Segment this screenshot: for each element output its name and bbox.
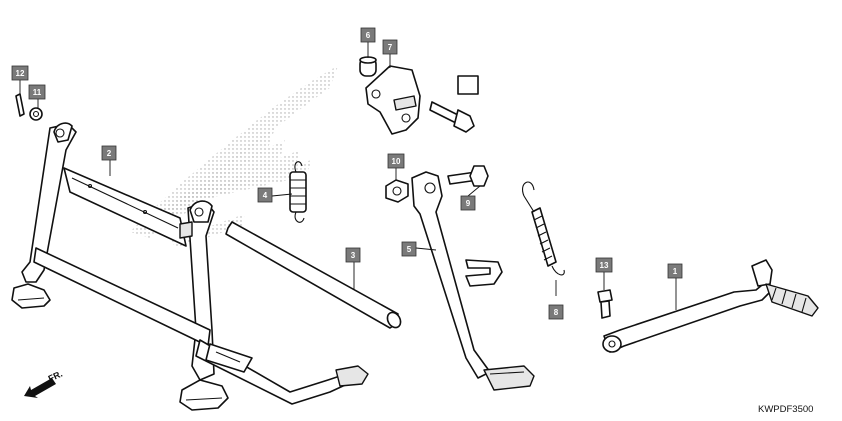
callout-10: 10 <box>387 153 405 169</box>
callout-5: 5 <box>401 241 417 257</box>
callout-box <box>257 187 273 203</box>
callout-box <box>345 247 361 263</box>
gear-shift-pedal[interactable] <box>602 259 819 353</box>
callout-number: 12 <box>16 69 25 78</box>
diagram-code: KWPDF3500 <box>758 404 813 415</box>
gear-pedal-bolt[interactable] <box>597 289 613 319</box>
washer[interactable] <box>29 107 43 121</box>
callout-1: 1 <box>667 263 683 279</box>
callout-box <box>401 241 417 257</box>
callout-box <box>11 65 29 81</box>
leader-lines <box>19 42 677 310</box>
callout-number: 3 <box>351 251 356 260</box>
collar[interactable] <box>359 56 377 77</box>
callout-number: 1 <box>673 267 678 276</box>
callout-number: 6 <box>366 31 371 40</box>
front-direction-marker: FR. <box>24 369 64 398</box>
callout-7: 7 <box>382 39 398 55</box>
side-stand-bracket[interactable] <box>365 65 421 135</box>
callout-box <box>460 195 476 211</box>
callout-3: 3 <box>345 247 361 263</box>
callout-box <box>28 84 46 100</box>
callout-box <box>667 263 683 279</box>
callout-box <box>387 153 405 169</box>
front-arrow-icon <box>24 378 56 398</box>
callout-number: 2 <box>107 149 112 158</box>
cotter-pin[interactable] <box>15 93 25 117</box>
main-stand[interactable] <box>11 122 369 411</box>
callout-12: 12 <box>11 65 29 81</box>
callout-number: 4 <box>263 191 268 200</box>
stand-spring[interactable] <box>289 161 307 223</box>
callout-box <box>548 304 564 320</box>
callout-9: 9 <box>460 195 476 211</box>
callout-number: 11 <box>33 88 42 97</box>
callout-8: 8 <box>548 304 564 320</box>
callout-13: 13 <box>595 257 613 273</box>
callout-number: 8 <box>554 308 559 317</box>
bracket-bolt[interactable] <box>429 75 479 133</box>
front-marker-label: FR. <box>47 369 64 384</box>
callout-number: 10 <box>392 157 401 166</box>
pivot-bolt[interactable] <box>447 165 489 187</box>
callout-number: 5 <box>407 245 412 254</box>
callout-box <box>595 257 613 273</box>
callout-4: 4 <box>257 187 273 203</box>
callout-box <box>360 27 376 43</box>
callout-2: 2 <box>101 145 117 161</box>
nut[interactable] <box>385 179 409 203</box>
side-stand[interactable] <box>411 171 535 391</box>
callout-6: 6 <box>360 27 376 43</box>
callout-box <box>382 39 398 55</box>
callout-number: 7 <box>388 43 393 52</box>
callout-11: 11 <box>28 84 46 100</box>
stand-shaft[interactable] <box>225 221 403 330</box>
side-stand-spring[interactable] <box>522 181 565 276</box>
callout-number: 9 <box>466 199 471 208</box>
callout-box <box>101 145 117 161</box>
callout-number: 13 <box>600 261 609 270</box>
